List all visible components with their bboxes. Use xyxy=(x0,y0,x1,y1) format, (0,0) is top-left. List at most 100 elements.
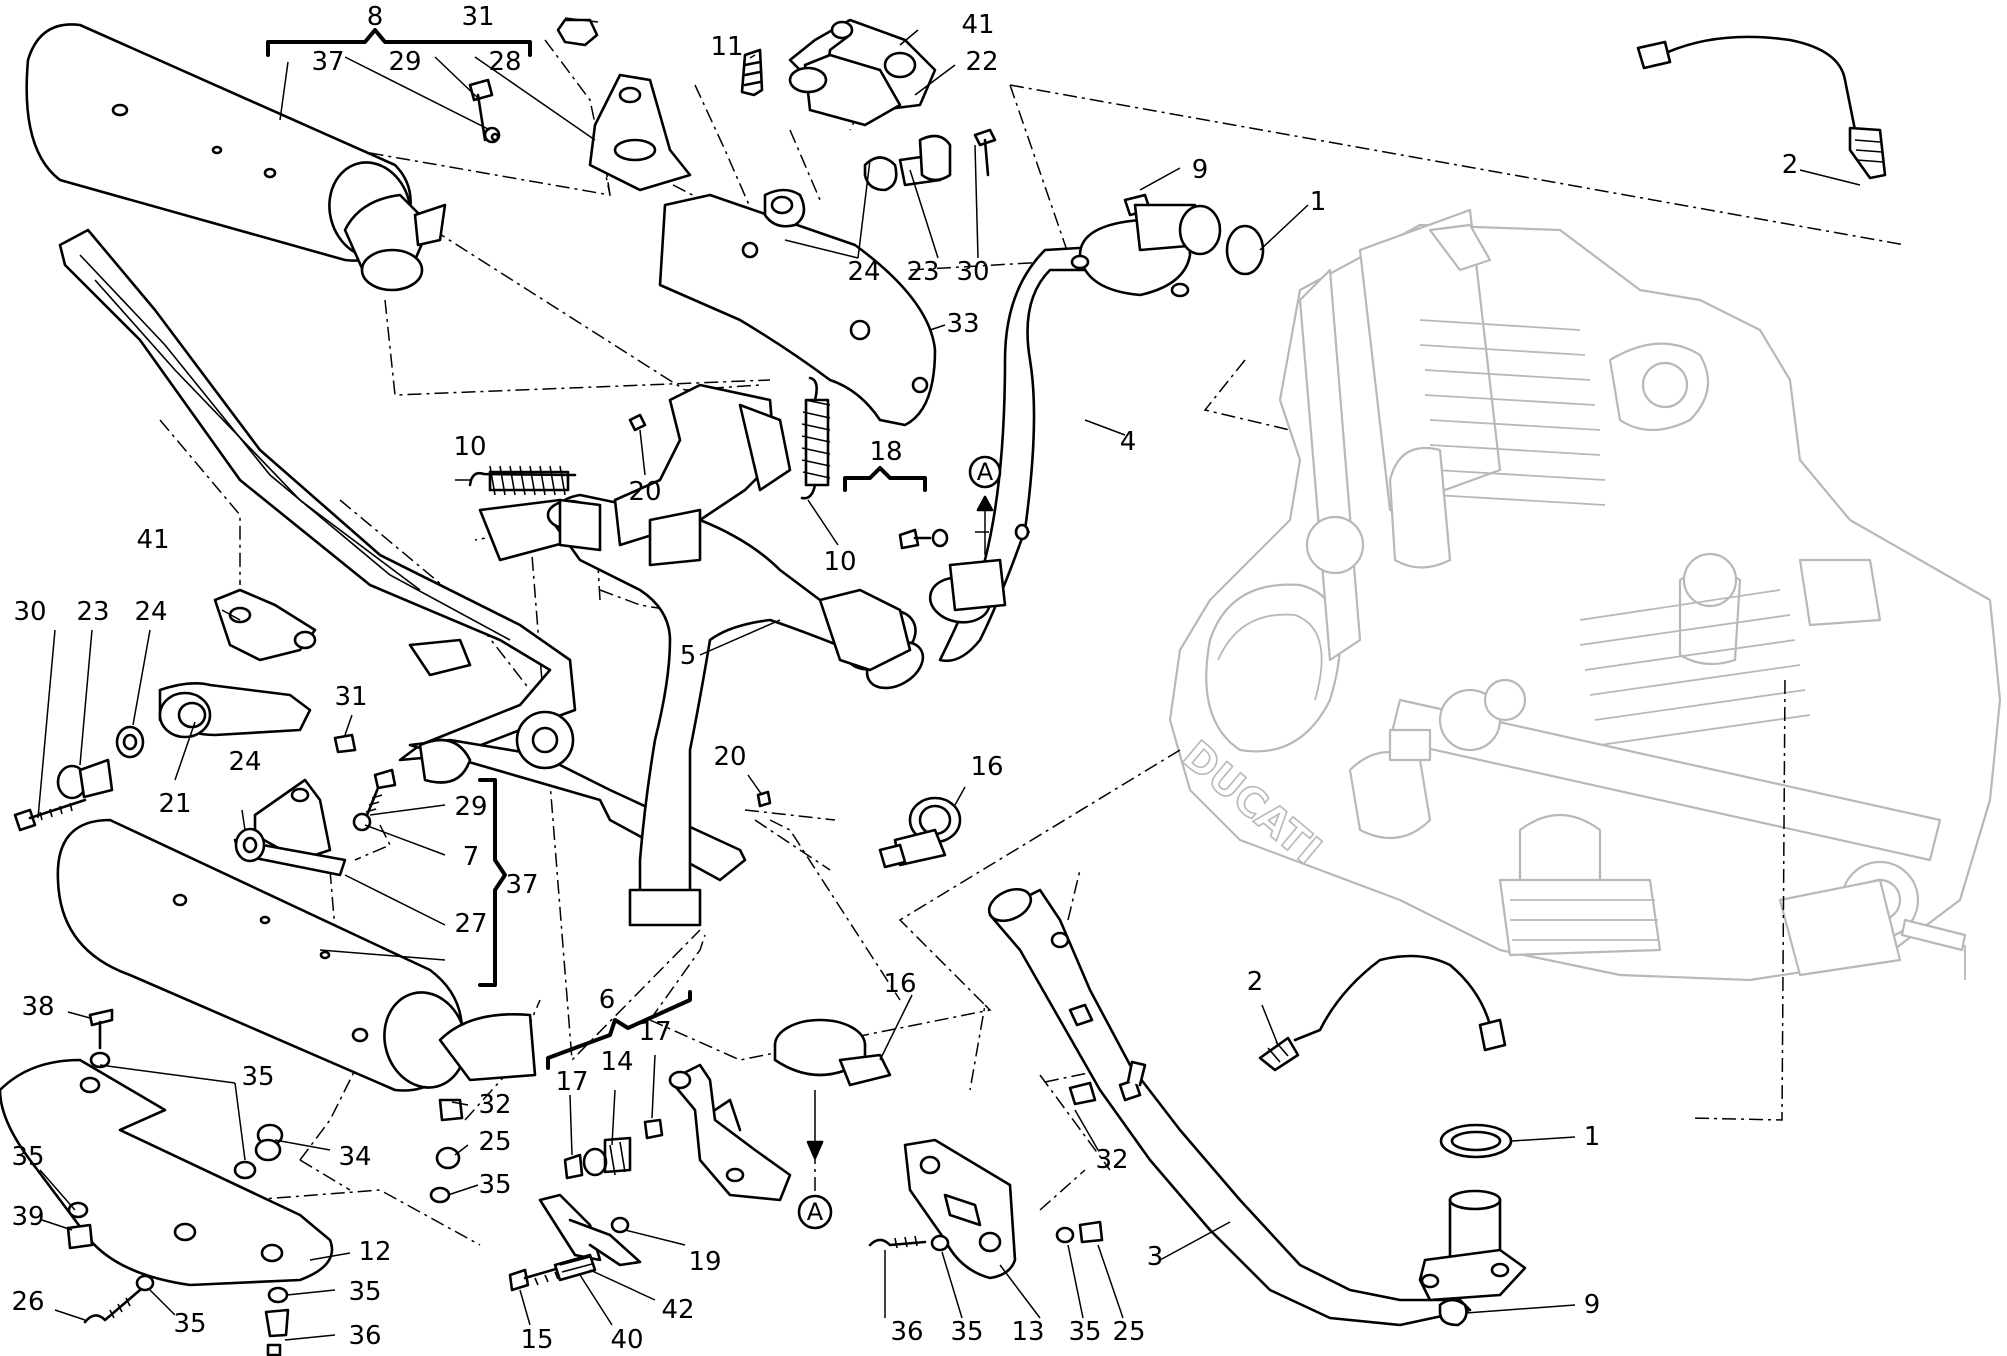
lower-brackets xyxy=(158,588,347,877)
callout-25-left: 25 xyxy=(478,1127,511,1157)
callout-20-mid: 20 xyxy=(713,742,746,772)
callout-11: 11 xyxy=(710,32,743,62)
callout-17-left: 17 xyxy=(555,1067,588,1097)
callout-1-top: 1 xyxy=(1310,187,1327,217)
callout-20-top: 20 xyxy=(628,477,661,507)
callout-9-bottom: 9 xyxy=(1584,1290,1601,1320)
callout-35-g: 35 xyxy=(1068,1317,1101,1347)
callout-19: 19 xyxy=(688,1247,721,1277)
callout-36-right: 36 xyxy=(890,1317,923,1347)
lower-hardware xyxy=(13,725,397,863)
callout-35-b: 35 xyxy=(478,1170,511,1200)
marker-a-lower-label: A xyxy=(807,1198,824,1226)
upper-heat-shield xyxy=(658,193,937,427)
callout-17-right: 17 xyxy=(638,1017,671,1047)
callout-35-a: 35 xyxy=(241,1062,274,1092)
center-stand-bracket xyxy=(508,1063,792,1292)
callout-35-f: 35 xyxy=(950,1317,983,1347)
callout-32-right: 32 xyxy=(1095,1145,1128,1175)
callout-30-top: 30 xyxy=(956,257,989,287)
callout-5: 5 xyxy=(680,641,697,671)
callout-41-top: 41 xyxy=(961,10,994,40)
callout-31-top: 31 xyxy=(461,2,494,32)
lower-flange xyxy=(1418,1123,1527,1327)
front-y-pipe xyxy=(546,383,925,927)
callout-37-left: 7 xyxy=(463,842,480,872)
callout-2-top: 2 xyxy=(1782,150,1799,180)
marker-a-upper-label: A xyxy=(977,458,994,486)
front-lower-header-pipe xyxy=(987,887,1472,1327)
callout-29-top: 29 xyxy=(388,47,421,77)
callout-24-top: 24 xyxy=(847,257,880,287)
callout-14: 14 xyxy=(600,1047,633,1077)
callout-13: 13 xyxy=(1011,1317,1044,1347)
callout-7: 37 xyxy=(505,870,538,900)
callout-24-left: 24 xyxy=(134,597,167,627)
callout-35-c: 35 xyxy=(11,1142,44,1172)
callout-6: 6 xyxy=(599,985,616,1015)
callout-36-left: 36 xyxy=(348,1321,381,1351)
callout-25-right: 25 xyxy=(1112,1317,1145,1347)
callout-26: 26 xyxy=(11,1287,44,1317)
callout-37-top: 37 xyxy=(311,47,344,77)
callout-16-bottom: 16 xyxy=(883,969,916,999)
callout-38: 38 xyxy=(21,992,54,1022)
leader-lines xyxy=(37,17,1861,1341)
callout-10-left: 10 xyxy=(453,432,486,462)
marker-a-upper: A xyxy=(968,455,1002,555)
callout-34: 34 xyxy=(338,1142,371,1172)
callout-numbers: 8 31 37 29 28 11 41 22 9 1 2 24 23 30 33… xyxy=(11,2,1798,1355)
callout-31-left: 31 xyxy=(334,682,367,712)
callout-21: 21 xyxy=(158,789,191,819)
callout-12: 12 xyxy=(358,1237,391,1267)
exhaust-springs xyxy=(468,376,831,500)
callout-16-top: 16 xyxy=(970,752,1003,782)
callout-3: 3 xyxy=(1147,1242,1164,1272)
callout-27: 27 xyxy=(454,909,487,939)
callout-33: 33 xyxy=(946,309,979,339)
upper-oxygen-sensor xyxy=(1636,35,1887,180)
callout-40: 40 xyxy=(610,1325,643,1355)
brace-7 xyxy=(478,778,507,987)
marker-a-lower: A xyxy=(797,1090,833,1230)
brace-18 xyxy=(843,466,927,492)
callout-22: 22 xyxy=(965,47,998,77)
upper-hardware xyxy=(468,18,1152,228)
callout-15: 15 xyxy=(520,1325,553,1355)
upper-gasket xyxy=(1225,224,1265,276)
callout-42: 42 xyxy=(661,1295,694,1325)
callout-30-left: 30 xyxy=(13,597,46,627)
lower-oxygen-sensor xyxy=(1258,954,1507,1072)
small-hardware-middle xyxy=(628,413,1030,808)
callout-2-bottom: 2 xyxy=(1247,967,1264,997)
callout-24-mid: 24 xyxy=(228,747,261,777)
callout-39: 39 xyxy=(11,1202,44,1232)
brace-8 xyxy=(266,28,532,57)
upper-brackets xyxy=(588,18,937,192)
side-heat-shield xyxy=(868,1138,1104,1280)
callout-4: 4 xyxy=(1120,427,1137,457)
brace-6 xyxy=(546,990,692,1070)
callout-1-bottom: 1 xyxy=(1584,1122,1601,1152)
upper-muffler xyxy=(25,23,447,292)
callout-23-left: 23 xyxy=(76,597,109,627)
callout-18: 18 xyxy=(869,437,902,467)
callout-32-left: 32 xyxy=(478,1090,511,1120)
lower-clamp xyxy=(773,1018,892,1087)
upper-clamp xyxy=(878,796,962,869)
callout-29-left: 29 xyxy=(454,792,487,822)
callout-28: 28 xyxy=(488,47,521,77)
callout-9-top: 9 xyxy=(1192,155,1209,185)
callout-10-right: 10 xyxy=(823,547,856,577)
lower-muffler xyxy=(56,818,537,1092)
engine-assembly: DUCATI xyxy=(1168,208,2002,982)
callout-41-left: 41 xyxy=(136,525,169,555)
callout-35-d: 35 xyxy=(348,1277,381,1307)
callout-8: 8 xyxy=(367,2,384,32)
callout-35-e: 35 xyxy=(173,1309,206,1339)
rear-header-pipe xyxy=(928,203,1222,663)
lower-heat-shield xyxy=(0,1058,334,1287)
callout-23-top: 23 xyxy=(906,257,939,287)
